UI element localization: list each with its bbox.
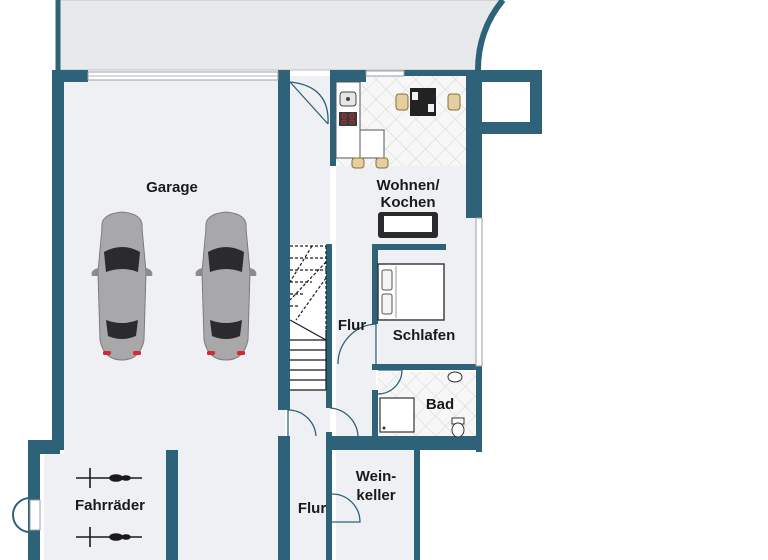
bar-stool-icons xyxy=(351,157,389,169)
sofa-icon xyxy=(378,212,438,238)
bike-window xyxy=(29,499,41,531)
garage-top-door xyxy=(289,81,329,125)
fahrrad-floor xyxy=(44,454,174,560)
car-top-view-icon-right xyxy=(195,211,257,361)
label-garage: Garage xyxy=(146,179,198,196)
windows xyxy=(12,70,483,533)
double-bed-icon xyxy=(377,263,445,321)
east-window xyxy=(475,217,483,367)
garage-flur-door xyxy=(287,409,317,437)
sink-icon-bath xyxy=(447,371,463,383)
sink-icon xyxy=(339,91,357,107)
flur-door-middle xyxy=(329,407,359,437)
doors xyxy=(287,81,403,523)
bicycle-icon-bottom xyxy=(76,527,142,547)
car-top-view-icon-left xyxy=(91,211,153,361)
label-wohnen-line2: Kochen xyxy=(380,194,435,211)
label-flur-upper: Flur xyxy=(338,317,366,334)
label-schlafen: Schlafen xyxy=(393,327,456,344)
terrace xyxy=(55,0,506,71)
flur-middle-floor xyxy=(336,244,376,436)
staircase-icon xyxy=(289,244,327,391)
bicycle-icon-top xyxy=(76,468,142,488)
label-flur-lower: Flur xyxy=(298,500,326,517)
label-bad: Bad xyxy=(426,396,454,413)
shower-tray-icon xyxy=(379,397,415,433)
terrace-curved-wall xyxy=(475,0,506,71)
label-wohnen-line1: Wohnen/ xyxy=(376,177,440,194)
cellar-door xyxy=(331,493,361,523)
bath-door xyxy=(377,369,403,395)
bedroom-door xyxy=(337,323,377,365)
flur-lower-floor xyxy=(290,441,330,560)
label-weinkeller-line1: Wein- xyxy=(356,468,397,485)
weinkeller-floor xyxy=(336,450,416,560)
label-weinkeller-line2: keller xyxy=(356,487,395,504)
toilet-icon xyxy=(451,417,465,438)
label-fahrraeder: Fahrräder xyxy=(75,497,145,514)
right-pillar-inner xyxy=(498,86,526,116)
dining-table-icon xyxy=(395,88,461,116)
terrace-area xyxy=(57,0,501,71)
stove-icon xyxy=(339,112,357,126)
room-labels: Garage Wohnen/ Kochen Flur Schlafen Bad … xyxy=(75,177,455,517)
kitchen-counter xyxy=(335,81,389,169)
kitchen-window xyxy=(365,70,405,77)
